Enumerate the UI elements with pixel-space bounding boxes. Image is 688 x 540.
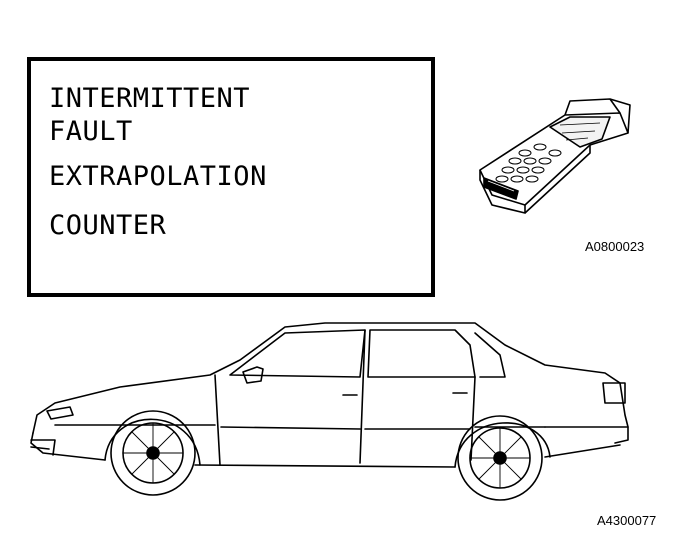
display-screen-panel: INTERMITTENT FAULT EXTRAPOLATION COUNTER — [27, 57, 435, 297]
car-reference-code: A4300077 — [597, 513, 657, 528]
screen-line-4: COUNTER — [49, 210, 167, 241]
screen-line-1: INTERMITTENT — [49, 83, 251, 114]
handheld-tester-icon — [479, 98, 631, 214]
screen-line-3: EXTRAPOLATION — [49, 161, 267, 192]
screen-line-2: FAULT — [49, 116, 133, 147]
tester-reference-code: A0800023 — [585, 239, 645, 254]
sedan-car-icon — [30, 322, 629, 501]
